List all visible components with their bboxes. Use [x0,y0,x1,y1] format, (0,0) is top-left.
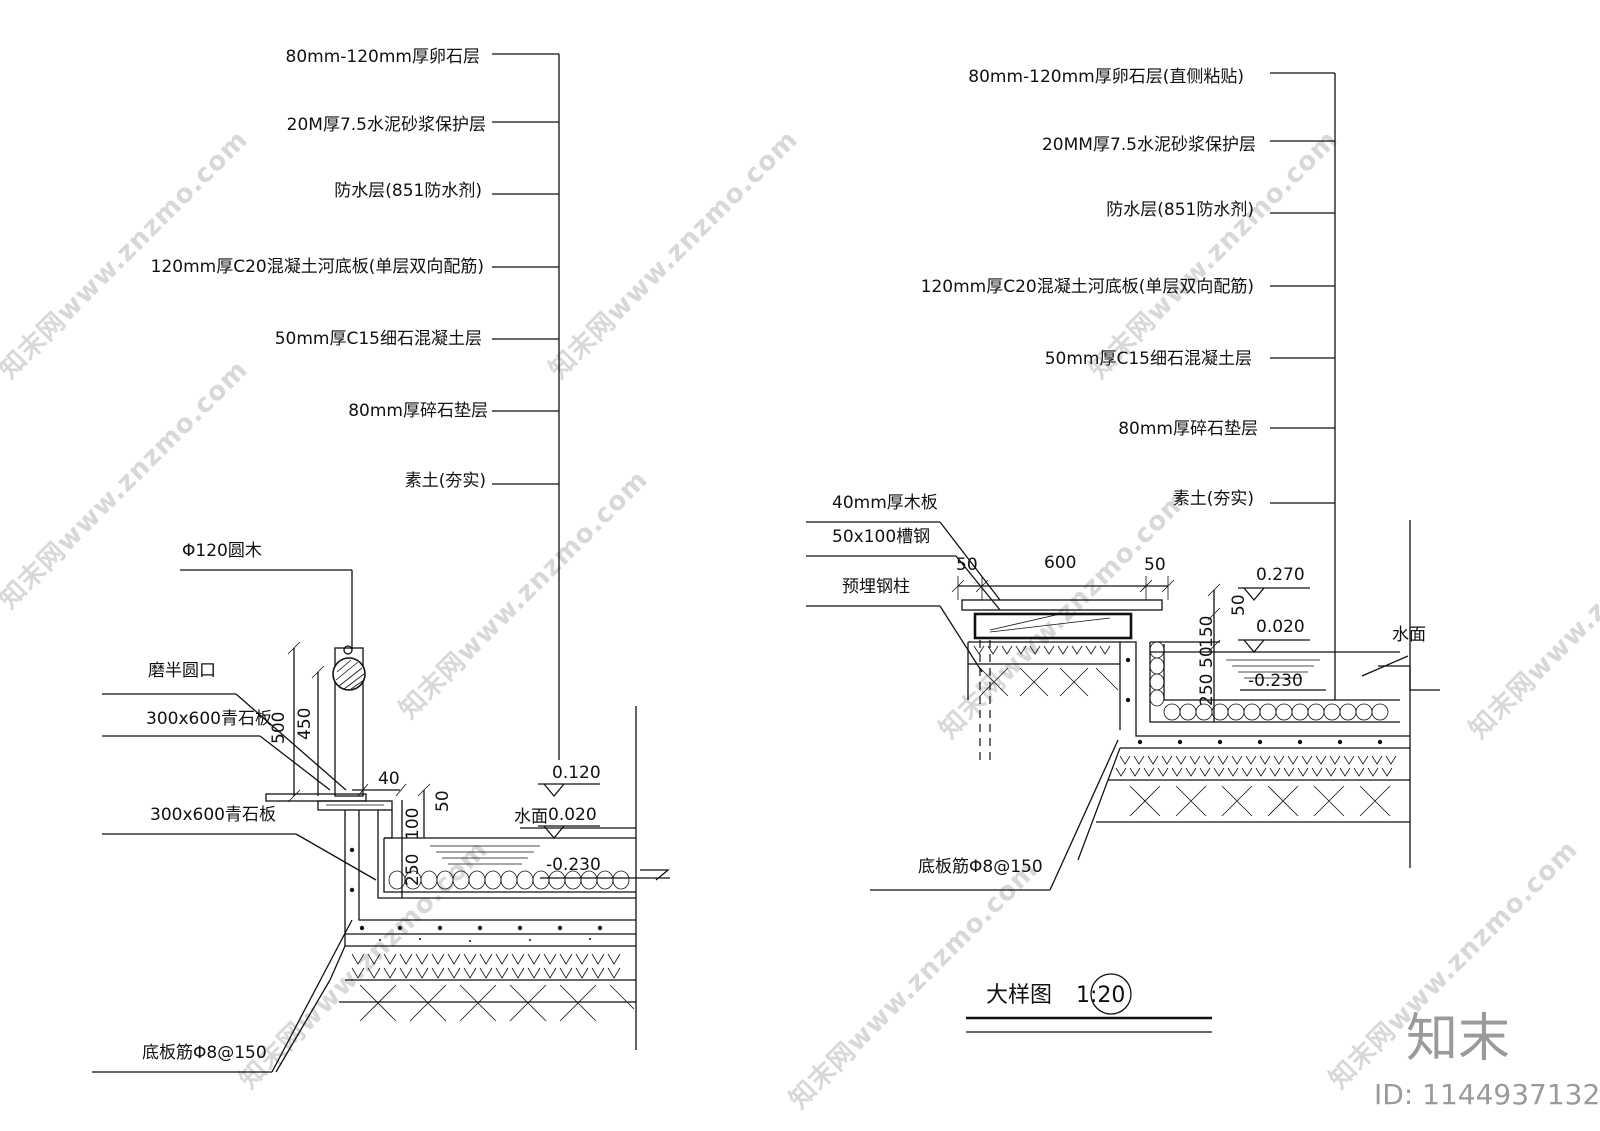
left-detail: 80mm-120mm厚卵石层 20M厚7.5水泥砂浆保护层 防水层(851防水剂… [92,47,670,1073]
right-dim-250: 250 [1197,674,1217,706]
left-layer-label: 120mm厚C20混凝土河底板(单层双向配筋) [151,257,484,277]
right-callout-rebar: 底板筋Φ8@150 [918,857,1043,877]
left-callout-bluestone-2: 300x600青石板 [150,805,276,825]
watermark-text: 知末网www.znzmo.com [1084,125,1344,385]
left-layer-label: 20M厚7.5水泥砂浆保护层 [287,115,486,135]
left-water-label: 水面 [514,807,548,827]
brand-mark: 知末 ID: 1144937132 [1374,1009,1600,1111]
right-callout-wood-board: 40mm厚木板 [832,493,938,513]
brand-logo: 知末 [1406,1009,1510,1069]
watermark-text: 知末网www.znzmo.com [0,125,254,385]
right-callout-steel-column: 预埋钢柱 [842,577,910,597]
left-dim-250: 250 [403,854,423,886]
left-dim-40: 40 [378,769,400,789]
right-layer-label: 120mm厚C20混凝土河底板(单层双向配筋) [921,277,1254,297]
left-dim-500: 500 [269,712,289,744]
right-callout-channel-steel: 50x100槽钢 [832,527,930,547]
left-dim-50: 50 [433,790,453,812]
drawing-title: 大样图 [986,983,1052,1008]
left-callout-half-round: 磨半圆口 [148,661,216,681]
watermark-text: 知末网www.znzmo.com [0,355,254,615]
right-dim-50a: 50 [956,555,978,575]
right-layer-label: 防水层(851防水剂) [1106,200,1254,220]
right-layer-label: 80mm-120mm厚卵石层(直侧粘贴) [968,67,1244,87]
left-dim-450: 450 [295,708,315,740]
right-level-water: 0.020 [1256,617,1305,637]
right-layer-label: 20MM厚7.5水泥砂浆保护层 [1042,135,1256,155]
right-layer-label: 素土(夯实) [1173,489,1254,509]
right-layer-label: 80mm厚碎石垫层 [1118,419,1258,439]
right-dim-600: 600 [1044,553,1076,573]
left-level-top: 0.120 [552,763,601,783]
right-dim-50c: 50 [1229,594,1249,616]
right-dim-150: 150 [1197,616,1217,648]
right-level-top: 0.270 [1256,565,1305,585]
watermark-text: 知末网www.znzmo.com [544,125,804,385]
right-detail: 80mm-120mm厚卵石层(直侧粘贴) 20MM厚7.5水泥砂浆保护层 防水层… [806,67,1440,891]
drawing-scale: 1:20 [1076,983,1125,1008]
title-block: 大样图 1:20 [966,973,1212,1033]
left-level-bottom: -0.230 [546,855,601,875]
left-callout-bluestone-1: 300x600青石板 [146,709,272,729]
left-layer-label: 80mm厚碎石垫层 [348,401,488,421]
left-dim-100: 100 [403,808,423,840]
right-level-bottom: -0.230 [1248,671,1303,691]
drawing-id: ID: 1144937132 [1374,1078,1600,1111]
right-layer-label: 50mm厚C15细石混凝土层 [1045,349,1252,369]
right-water-label: 水面 [1392,625,1426,645]
watermark-text: 知末网www.znzmo.com [394,465,654,725]
left-callout-rebar: 底板筋Φ8@150 [142,1043,267,1063]
left-level-water: 0.020 [548,805,597,825]
left-layer-label: 80mm-120mm厚卵石层 [286,47,480,67]
left-callout-round-wood: Φ120圆木 [182,541,262,561]
watermark-text: 知末网www.znzmo.com [1464,485,1600,745]
left-layer-label: 防水层(851防水剂) [334,181,482,201]
left-layer-label: 50mm厚C15细石混凝土层 [275,329,482,349]
left-layer-label: 素土(夯实) [405,471,486,491]
right-dim-50d: 50 [1197,646,1217,668]
right-dim-50b: 50 [1144,555,1166,575]
